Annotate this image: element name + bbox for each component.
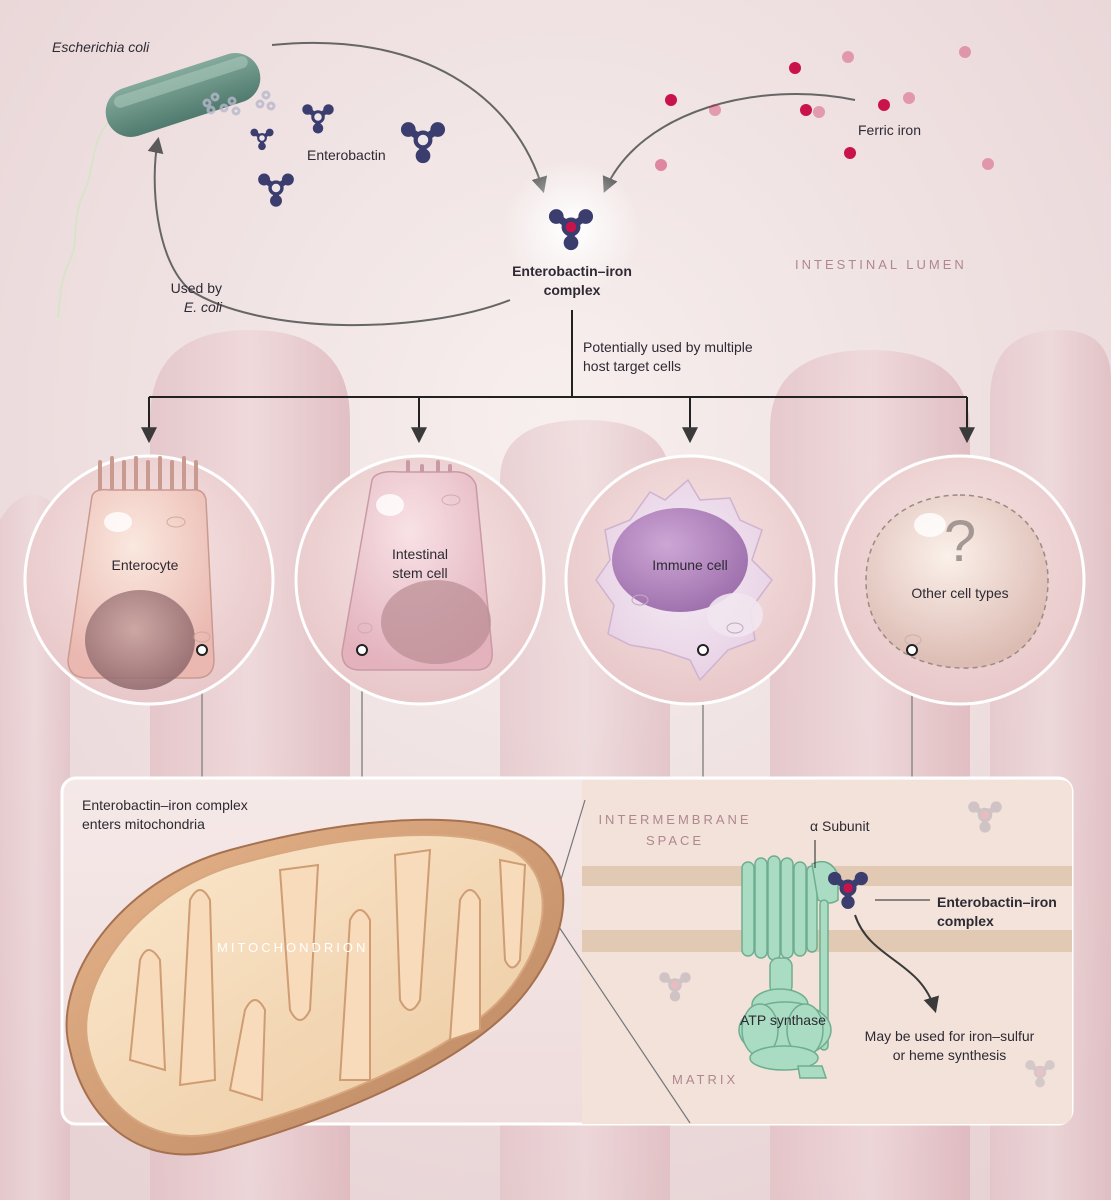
cell-label-stem: Intestinal stem cell [365,545,475,583]
iron-dot [842,51,854,63]
enterobactin-molecule [302,104,334,134]
iron-dot [878,99,890,111]
enters-mito-label: Enterobactin–iron complex enters mitocho… [82,796,248,834]
enterobactin-molecule [258,173,294,207]
arrow-enterobactin-to-complex [271,41,548,194]
cell-markers [196,644,918,656]
question-mark-icon: ? [943,509,977,574]
complex-label-zoom: Enterobactin–iron complex [937,893,1057,931]
cell-label-immune-line1: Immune cell [652,557,728,573]
complex-label-top-line2: complex [543,282,601,298]
alpha-subunit-label: α Subunit [810,818,870,834]
complex-label-zoom-line1: Enterobactin–iron [937,894,1057,910]
ferric-iron-dots [655,46,994,171]
used-by-line1: Used by [170,280,222,296]
complex-label-zoom-line2: complex [937,913,994,929]
synthesis-line2: or heme synthesis [892,1047,1007,1063]
cell-label-immune: Immune cell [615,556,765,575]
faded-complex-molecule [659,972,691,1002]
enterobactin-iron-complex-icon [548,209,594,251]
cell-label-enterocyte: Enterocyte [90,556,200,575]
arrow-complex-to-ecoli [147,136,511,327]
cell-label-stem-line2: stem cell [392,565,448,581]
intermembrane-label: INTERMEMBRANE SPACE [590,809,760,851]
complex-label-top-line1: Enterobactin–iron [512,263,632,279]
atp-synthase-label: ATP synthase [740,1012,826,1028]
complex-molecule-zoom [828,871,868,909]
arrow-iron-to-complex [602,93,856,193]
synthesis-label: May be used for iron–sulfur or heme synt… [847,1027,1052,1065]
complex-molecule-top [548,209,594,251]
host-use-line2: host target cells [583,358,682,374]
intestinal-stem-cell [341,460,493,671]
other-cell [865,494,1049,669]
zoom-complex-icon [828,871,868,909]
complex-label-top: Enterobactin–iron complex [496,262,648,300]
enters-mito-line2: enters mitochondria [82,816,205,832]
faded-complex-molecule [968,801,1002,833]
immune-cell [595,478,773,682]
atp-synthase [738,855,839,1079]
iron-dot [665,94,677,106]
cell-label-other-line1: Other cell types [911,585,1009,601]
ferric-iron-label: Ferric iron [858,122,922,138]
synthesis-line1: May be used for iron–sulfur [864,1028,1035,1044]
distribution-tree [141,310,975,444]
iron-dot [655,159,667,171]
matrix-label: MATRIX [672,1072,739,1087]
enterobactin-molecule [250,128,274,151]
used-by-line2: E. coli [183,299,222,315]
enterobactin-molecules [250,104,446,207]
ecoli-bacterium [57,53,261,319]
iron-dot [800,104,812,116]
enterocyte-cell [67,456,215,690]
enterobactin-molecule [400,122,446,164]
host-use-label: Potentially used by multiple host target… [583,338,753,376]
cell-label-stem-line1: Intestinal [391,546,449,562]
iron-dot [903,92,915,104]
mitochondrion-label: MITOCHONDRION [217,940,369,955]
cell-label-enterocyte-line1: Enterocyte [111,557,179,573]
host-use-line1: Potentially used by multiple [583,339,753,355]
iron-dot [959,46,971,58]
intermembrane-line2: SPACE [645,833,705,848]
enterobactin-label: Enterobactin [307,147,386,163]
cell-label-other: Other cell types [880,584,1040,603]
iron-dot [813,106,825,118]
intermembrane-line1: INTERMEMBRANE [598,812,752,827]
used-by-label: Used by E. coli [140,279,222,317]
mitochondrion-organelle [65,818,565,1156]
faded-complex-molecule [1025,1060,1055,1088]
iron-dot [844,147,856,159]
iron-dot [709,104,721,116]
zoom-region [582,780,1072,1124]
iron-dot [982,158,994,170]
ecoli-label: Escherichia coli [52,39,150,55]
intestinal-lumen-label: INTESTINAL LUMEN [795,257,967,272]
enters-mito-line1: Enterobactin–iron complex [82,797,248,813]
iron-dot [789,62,801,74]
